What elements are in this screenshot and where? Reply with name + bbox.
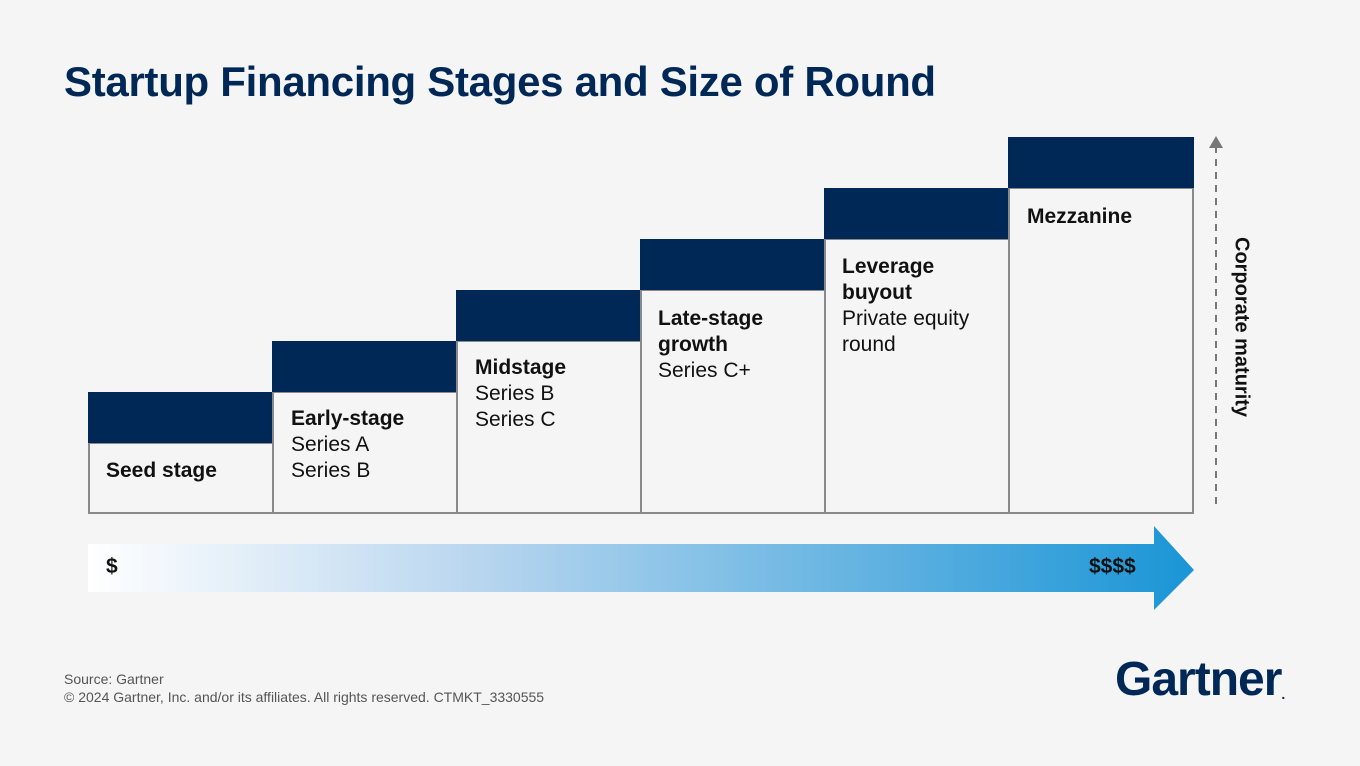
stage-name: Seed stage bbox=[106, 459, 217, 482]
stage-header-mezzanine bbox=[1008, 137, 1194, 188]
stage-name: Mezzanine bbox=[1027, 205, 1133, 228]
round-size-arrow-icon bbox=[88, 526, 1194, 610]
stage-box-mid bbox=[456, 340, 642, 514]
stage-label-late: Late-stage growth Series C+ bbox=[658, 306, 808, 384]
round-size-high-label: $$$$ bbox=[1089, 555, 1136, 578]
page-title: Startup Financing Stages and Size of Rou… bbox=[64, 58, 936, 105]
stage-header-late bbox=[640, 239, 826, 290]
stage-header-early bbox=[272, 341, 458, 392]
stage-label-early: Early-stage Series A Series B bbox=[291, 406, 451, 484]
stage-rounds: Series A Series B bbox=[291, 433, 371, 482]
stage-box-seed bbox=[88, 442, 274, 514]
stage-header-seed bbox=[88, 392, 274, 443]
source-note: Source: Gartner bbox=[64, 671, 164, 687]
stage-rounds: Private equity round bbox=[842, 307, 970, 356]
stage-name: Midstage bbox=[475, 356, 567, 379]
stage-header-mid bbox=[456, 290, 642, 341]
logo-text: Gartner bbox=[1115, 653, 1282, 706]
stage-header-lbo bbox=[824, 188, 1010, 239]
stage-box-lbo bbox=[824, 238, 1010, 514]
stage-name: Late-stage growth bbox=[658, 307, 764, 356]
stage-label-mid: Midstage Series B Series C bbox=[475, 355, 635, 433]
stage-name: Early-stage bbox=[291, 407, 405, 430]
stage-rounds: Series B Series C bbox=[475, 382, 556, 431]
stage-box-early bbox=[272, 391, 458, 514]
stage-label-mezzanine: Mezzanine bbox=[1027, 204, 1187, 230]
stage-box-mezzanine bbox=[1008, 187, 1194, 514]
maturity-arrow-icon bbox=[1209, 136, 1223, 510]
stage-label-seed: Seed stage bbox=[106, 458, 266, 484]
logo-dot: . bbox=[1281, 686, 1285, 702]
stage-rounds: Series C+ bbox=[658, 359, 751, 382]
copyright-note: © 2024 Gartner, Inc. and/or its affiliat… bbox=[64, 689, 545, 705]
round-size-low-label: $ bbox=[106, 555, 118, 578]
stage-name: Leverage buyout bbox=[842, 255, 935, 304]
maturity-axis-label: Corporate maturity bbox=[1230, 236, 1253, 418]
stage-label-lbo: Leverage buyout Private equity round bbox=[842, 254, 992, 358]
gartner-logo: Gartner. bbox=[1115, 652, 1285, 707]
